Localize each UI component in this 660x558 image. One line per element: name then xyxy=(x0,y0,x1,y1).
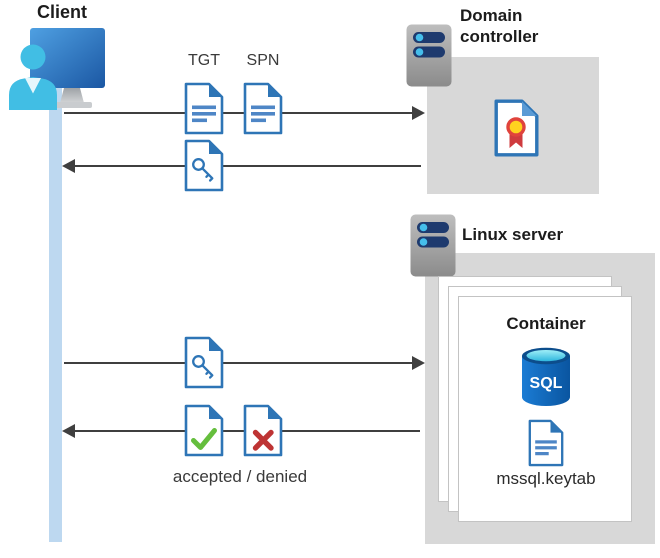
key-ticket-icon xyxy=(184,139,224,192)
monitor-icon xyxy=(30,28,105,88)
arrow-line xyxy=(74,165,421,167)
spn-label: SPN xyxy=(246,52,280,69)
sql-icon-text: SQL xyxy=(530,375,563,392)
container-card-front: Container SQL mssql.keytab xyxy=(458,296,632,522)
key-ticket-icon xyxy=(184,336,224,389)
request-arrow-ticket xyxy=(64,356,425,370)
x-icon xyxy=(252,429,274,451)
keytab-label: mssql.keytab xyxy=(496,469,596,488)
tgt-document-icon xyxy=(184,82,224,135)
arrowhead-left-icon xyxy=(62,159,75,173)
certificate-seal xyxy=(506,117,526,137)
client-user-monitor-icon xyxy=(9,28,105,110)
arrow-line xyxy=(64,362,413,364)
accepted-document-icon xyxy=(184,404,224,457)
denied-document-icon xyxy=(243,404,283,457)
request-arrow-tgt-spn xyxy=(64,106,425,120)
tgt-label: TGT xyxy=(188,52,220,69)
arrowhead-left-icon xyxy=(62,424,75,438)
client-lifeline xyxy=(49,88,62,542)
monitor-base xyxy=(54,102,92,108)
sql-database-icon: SQL xyxy=(522,347,570,406)
monitor-stand xyxy=(60,88,84,103)
keytab-document-icon xyxy=(528,419,564,467)
person-head xyxy=(20,44,46,70)
domain-controller-server-icon xyxy=(406,24,452,87)
response-arrow-result xyxy=(62,424,420,438)
domain-controller-label: Domain controller xyxy=(460,6,539,46)
container-label: Container xyxy=(506,314,586,333)
person-collar xyxy=(25,78,41,94)
arrowhead-right-icon xyxy=(412,106,425,120)
accepted-denied-label: accepted / denied xyxy=(172,467,308,486)
certificate-icon xyxy=(494,99,539,157)
spn-document-icon xyxy=(243,82,283,135)
linux-server-label: Linux server xyxy=(462,225,564,244)
linux-server-icon xyxy=(410,214,456,277)
arrow-line xyxy=(64,112,413,114)
arrowhead-right-icon xyxy=(412,356,425,370)
client-label: Client xyxy=(36,2,87,22)
response-arrow-ticket xyxy=(62,159,421,173)
checkmark-icon xyxy=(191,428,217,450)
